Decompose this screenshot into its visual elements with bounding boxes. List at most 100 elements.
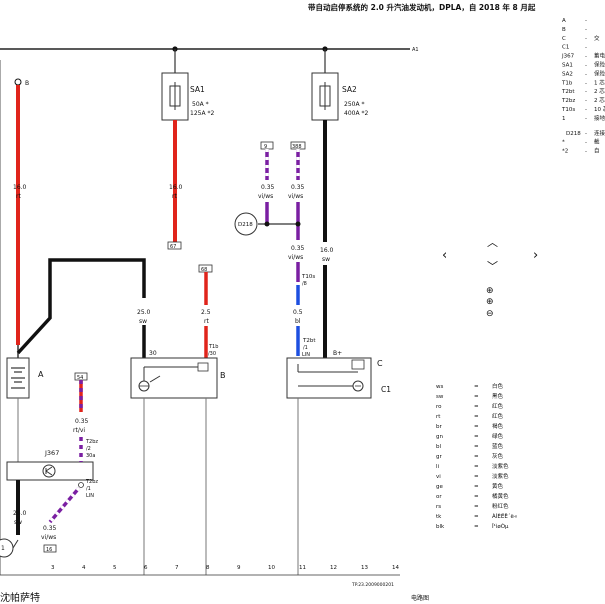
legend-text: 交 — [594, 34, 600, 42]
color-name: 粉红色 — [492, 502, 509, 510]
wire-color: sw — [139, 318, 147, 325]
splice-d218 — [234, 212, 258, 236]
transistor-icon — [42, 464, 56, 478]
pin-30: 30 — [149, 350, 157, 357]
color-code: tk — [436, 514, 442, 520]
scale-number: 5 — [113, 565, 117, 571]
sa2-rating-1: 250A * — [344, 101, 364, 108]
wire-size: 0.35 — [291, 245, 305, 252]
label-a: A — [38, 370, 44, 379]
legend-code: T1b — [561, 80, 573, 86]
color-name: Î¹ìøÒµ — [492, 523, 509, 530]
color-equals: = — [474, 474, 479, 480]
zoom-out-icon[interactable]: ⊖ — [486, 309, 494, 319]
wire-size: 25.0 — [13, 510, 27, 517]
pan-down-icon[interactable]: ﹀ — [487, 260, 498, 273]
scale-number: 3 — [51, 565, 55, 571]
legend-dash: - — [585, 63, 587, 69]
pin-t1b: T1b — [208, 344, 218, 350]
legend-dash: - — [585, 107, 587, 113]
legend-code: C — [562, 36, 566, 42]
sa1-rating-1: 50A * — [192, 101, 209, 108]
color-equals: = — [474, 414, 479, 420]
pan-right-icon[interactable]: › — [533, 248, 538, 263]
scale-number: 10 — [268, 565, 275, 571]
color-equals: = — [474, 454, 479, 460]
legend-code: T10s — [561, 107, 575, 113]
color-name: 黄色 — [492, 482, 504, 490]
legend-code: SA2 — [562, 71, 573, 77]
color-code: or — [436, 494, 442, 500]
label-t10s: T10s — [301, 274, 315, 280]
color-code: ro — [436, 404, 442, 410]
color-equals: = — [474, 384, 479, 390]
wire-color: vi/ws — [258, 193, 273, 200]
legend-code: T2bz — [561, 98, 575, 104]
pan-left-icon[interactable]: ‹ — [442, 248, 447, 263]
legend-text: 保险 — [594, 61, 605, 69]
legend-text: 1 芯 — [594, 78, 605, 86]
legend-text: 自 — [594, 147, 600, 155]
wire-color: vi/ws — [288, 193, 303, 200]
connector-circle — [14, 78, 22, 86]
color-equals: = — [474, 524, 479, 530]
legend-dash: - — [585, 89, 587, 95]
label-b: B — [220, 371, 226, 380]
pin-t2bz-b-num: /1 — [86, 486, 91, 492]
alternator-icon — [297, 359, 365, 392]
zoom-reset-icon[interactable]: ⊕ — [486, 297, 494, 307]
wire-size: 0.35 — [75, 418, 89, 425]
pin-lin-c: LIN — [302, 352, 310, 358]
pin-30a: 30a — [86, 453, 95, 459]
label-j367: J367 — [44, 449, 59, 457]
color-code: ws — [436, 384, 443, 390]
wire-tag-text: 54 — [77, 375, 83, 381]
color-code: gr — [436, 454, 442, 460]
color-code: br — [436, 424, 442, 430]
wire-color: rt — [172, 193, 177, 200]
legend-code: C1 — [562, 45, 569, 51]
legend-text: 2 芯 — [594, 96, 605, 104]
legend-dash: - — [585, 149, 587, 155]
scale-number: 14 — [392, 565, 399, 571]
scale-number: 7 — [175, 565, 179, 571]
wire-color: vi/ws — [41, 534, 56, 541]
color-code: rt — [436, 414, 441, 420]
wire-size: 0.5 — [293, 309, 303, 316]
battery-a — [6, 357, 30, 399]
color-equals: = — [474, 434, 479, 440]
color-equals: = — [474, 484, 479, 490]
wire-size: 16.0 — [169, 184, 183, 191]
label-sa1: SA1 — [190, 85, 205, 94]
legend-text: 连接 — [594, 129, 605, 137]
legend-code: B — [562, 27, 566, 33]
legend-text: 接地 — [594, 114, 605, 122]
color-code: blk — [436, 524, 445, 530]
wire-tag-text: 388 — [292, 144, 302, 150]
pin-lin: LIN — [86, 493, 94, 499]
pan-up-icon[interactable]: ︿ — [487, 236, 498, 249]
legend-code: J367 — [561, 54, 575, 60]
scale-number: 13 — [361, 565, 368, 571]
label-d218: D218 — [238, 222, 253, 228]
color-name: 淡紫色 — [492, 462, 509, 470]
wire-size: 25.0 — [137, 309, 151, 316]
color-name: 红色 — [492, 402, 504, 410]
wire-size: 0.35 — [261, 184, 275, 191]
color-equals: = — [474, 494, 479, 500]
label-c: C — [377, 359, 383, 368]
zoom-in-icon[interactable]: ⊕ — [486, 286, 494, 296]
color-name: 白色 — [492, 382, 504, 390]
pin-t2bt: T2bt — [302, 338, 316, 344]
legend-dash: - — [585, 140, 587, 146]
diagram-title: 带自动启停系统的 2.0 升汽油发动机，DPLA，自 2018 年 8 月起 — [308, 2, 536, 12]
pin-t2bt-num: /1 — [303, 345, 308, 351]
color-code: li — [436, 464, 440, 470]
color-name: 红色 — [492, 412, 504, 420]
wire-tag-text: 68 — [201, 267, 207, 273]
legend-text: 10 芯 — [594, 105, 605, 113]
pin-t2bz-a-num: /2 — [86, 446, 91, 452]
color-code: gn — [436, 434, 443, 440]
